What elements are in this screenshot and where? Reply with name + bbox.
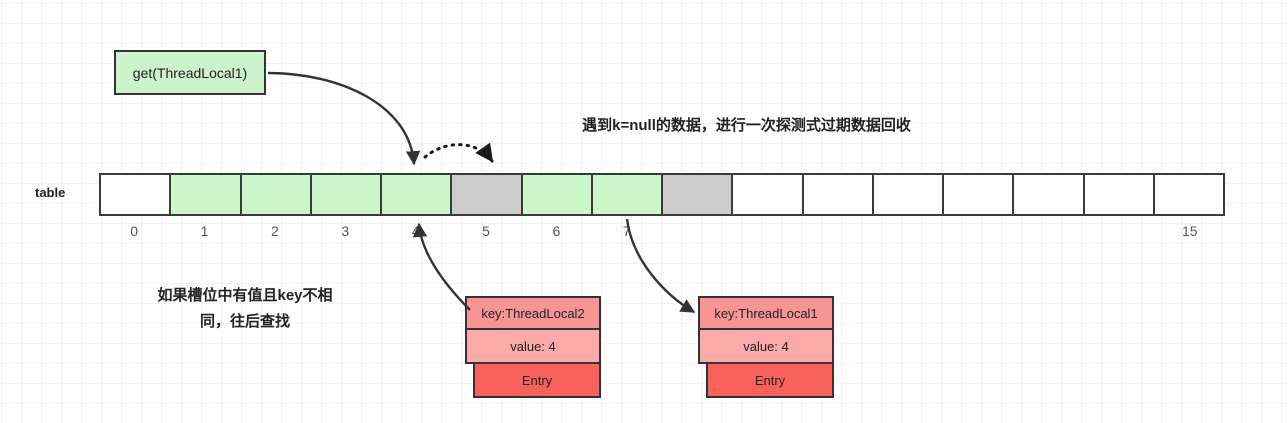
note-stale-entry-cleanup: 遇到k=null的数据，进行一次探测式过期数据回收 [582, 117, 911, 134]
entry-value: value: 4 [698, 330, 834, 364]
table-index-0: 0 [130, 223, 139, 239]
get-box-label: get(ThreadLocal1) [132, 64, 248, 81]
note-linear-probe-line1: 如果槽位中有值且key不相 [157, 287, 333, 304]
table-slot-8 [663, 175, 734, 214]
table-index-15: 15 [1182, 223, 1198, 239]
table-slot-2 [241, 175, 312, 214]
table-slot-7 [592, 175, 663, 214]
table-index-11 [873, 222, 943, 240]
table-index-5: 5 [482, 223, 490, 239]
entry-value: value: 4 [465, 330, 601, 364]
entry-key: key:ThreadLocal2 [465, 296, 601, 330]
entry-key: key:ThreadLocal1 [698, 296, 834, 330]
table-slot-6 [522, 175, 593, 214]
table-slot-11 [873, 175, 944, 214]
table-index-labels: 0 1 2 3 4 5 6 7 15 [99, 222, 1225, 240]
table-index-2: 2 [271, 223, 279, 239]
entry-card-threadlocal1: key:ThreadLocal1 value: 4 Entry [698, 296, 834, 398]
table-slot-1 [171, 175, 242, 214]
table-index-14 [1084, 222, 1154, 240]
note-linear-probe-line2: 同，往后查找 [199, 313, 290, 330]
table-index-4: 4 [411, 223, 420, 239]
table-index-12 [944, 222, 1014, 240]
table-slot-13 [1014, 175, 1085, 214]
table-slot-5 [452, 175, 523, 214]
table-slot-0 [101, 175, 172, 214]
entry-footer: Entry [706, 364, 834, 398]
table-slot-10 [803, 175, 874, 214]
threadlocalmap-table [99, 173, 1225, 216]
table-slot-15 [1154, 175, 1223, 214]
table-index-13 [1014, 222, 1084, 240]
table-slot-14 [1084, 175, 1155, 214]
table-index-6: 6 [552, 223, 561, 239]
note-linear-probe: 如果槽位中有值且key不相 同，往后查找 [104, 283, 386, 335]
table-slot-9 [733, 175, 804, 214]
entry-footer: Entry [473, 364, 601, 398]
table-index-1: 1 [200, 223, 209, 239]
table-index-8 [662, 222, 732, 240]
table-slot-12 [944, 175, 1015, 214]
table-index-3: 3 [341, 223, 350, 239]
table-slot-3 [311, 175, 382, 214]
table-slot-4 [382, 175, 453, 214]
table-index-10 [803, 222, 873, 240]
table-index-7: 7 [622, 223, 631, 239]
table-index-9 [732, 222, 802, 240]
get-threadlocal-box: get(ThreadLocal1) [114, 50, 266, 95]
entry-card-threadlocal2: key:ThreadLocal2 value: 4 Entry [465, 296, 601, 398]
table-label: table [35, 185, 66, 200]
